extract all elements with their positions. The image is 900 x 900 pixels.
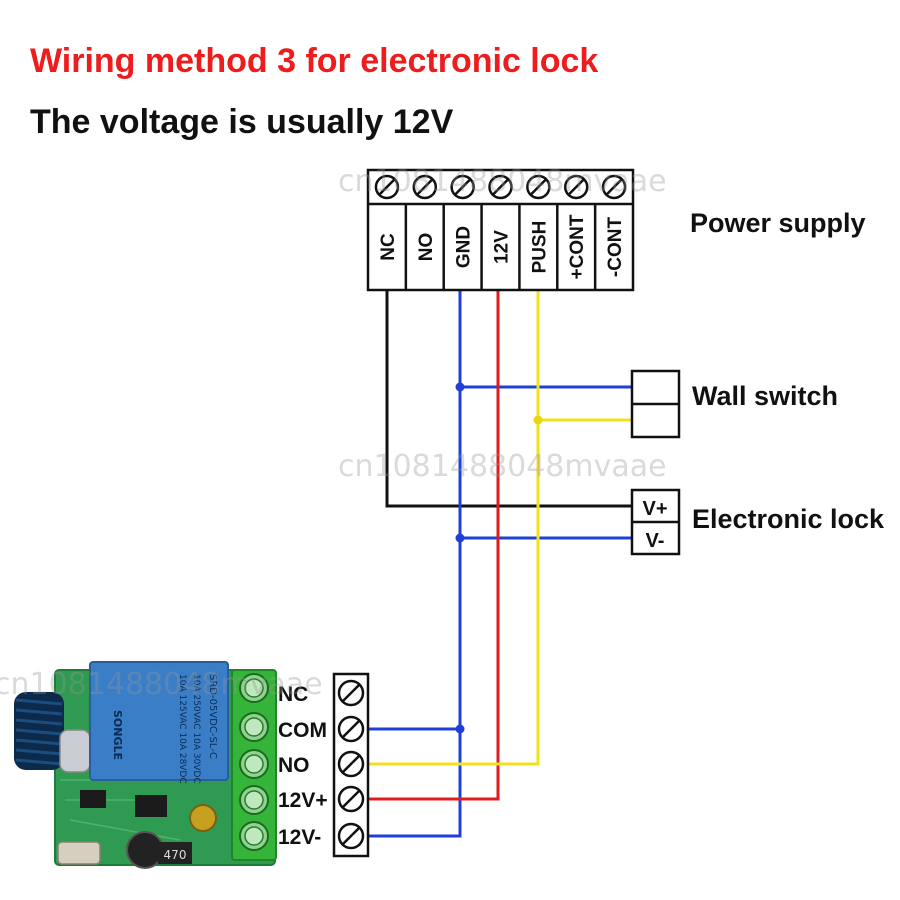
- screw-terminal-icon: [488, 174, 513, 200]
- relay-model-text: SRD-05VDC-SL-C: [207, 674, 218, 759]
- relay-terminal-label: COM: [278, 719, 327, 742]
- relay-component: SRD-05VDC-SL-C 10A 250VAC 10A 30VDC 10A …: [89, 661, 229, 784]
- wall-switch-label: Wall switch: [692, 381, 839, 411]
- screw-terminal-icon: [337, 679, 365, 707]
- screw-terminal-icon: [239, 785, 269, 815]
- screw-terminal-icon: [239, 712, 269, 742]
- electronic-lock-box: V+ V-: [630, 488, 681, 556]
- junction-dot: [455, 533, 465, 543]
- capacitor-component: [126, 831, 164, 869]
- v12-wire: [368, 290, 500, 801]
- nc-wire: [385, 290, 632, 508]
- wall-switch-box: [630, 369, 681, 439]
- power-terminal-label: GND: [454, 226, 475, 268]
- power-terminal-label: NC: [378, 233, 399, 261]
- power-terminal-label: +CONT: [567, 214, 588, 279]
- power-terminal-label: -CONT: [605, 217, 626, 278]
- screw-terminal-icon: [337, 715, 365, 743]
- relay-module-board: SRD-05VDC-SL-C 10A 250VAC 10A 30VDC 10A …: [14, 661, 277, 869]
- diagram-subtitle: The voltage is usually 12V: [30, 103, 454, 141]
- gnd-wire: [368, 290, 462, 838]
- screw-terminal-icon: [601, 174, 627, 200]
- junction-dot: [533, 415, 543, 425]
- screw-terminal-icon: [337, 822, 365, 850]
- relay-terminal-label: NC: [278, 683, 308, 706]
- screw-terminal-icon: [450, 174, 475, 200]
- screw-terminal-icon: [526, 174, 551, 200]
- relay-rating-text: 10A 125VAC 10A 28VDC: [177, 674, 187, 784]
- resistor-code: 470: [164, 848, 187, 862]
- diagram-title: Wiring method 3 for electronic lock: [30, 42, 599, 80]
- screw-terminal-icon: [239, 749, 269, 779]
- relay-terminal-strip: NC COM NO 12V+ 12V-: [278, 672, 370, 858]
- screw-terminal-icon: [239, 673, 269, 703]
- power-terminal-label: NO: [416, 233, 437, 262]
- screw-terminal-icon: [412, 174, 438, 200]
- power-supply-label: Power supply: [690, 208, 866, 238]
- relay-brand-text: SONGLE: [111, 710, 124, 760]
- lock-terminal-vplus: V+: [642, 498, 667, 520]
- screw-terminal-icon: [337, 750, 365, 778]
- power-supply-terminal-block: NC NO GND 12V PUSH +CONT -CONT: [366, 168, 635, 292]
- relay-terminal-label: NO: [278, 754, 310, 777]
- antenna-coil-icon: [14, 692, 64, 770]
- screw-terminal-icon: [337, 785, 365, 813]
- push-wire: [368, 290, 540, 766]
- lock-terminal-vminus: V-: [646, 530, 665, 552]
- wires: [368, 290, 632, 838]
- screw-terminal-icon: [374, 174, 400, 200]
- screw-terminal-icon: [239, 821, 269, 851]
- electronic-lock-label: Electronic lock: [692, 504, 885, 534]
- power-terminal-label: 12V: [492, 230, 513, 264]
- junction-dot: [455, 724, 465, 734]
- relay-rating-text: 10A 250VAC 10A 30VDC: [191, 674, 201, 784]
- relay-terminal-label: 12V+: [278, 789, 328, 812]
- power-terminal-label: PUSH: [529, 221, 550, 274]
- relay-terminal-label: 12V-: [278, 826, 321, 849]
- junction-dot: [455, 382, 465, 392]
- screw-terminal-icon: [563, 174, 589, 200]
